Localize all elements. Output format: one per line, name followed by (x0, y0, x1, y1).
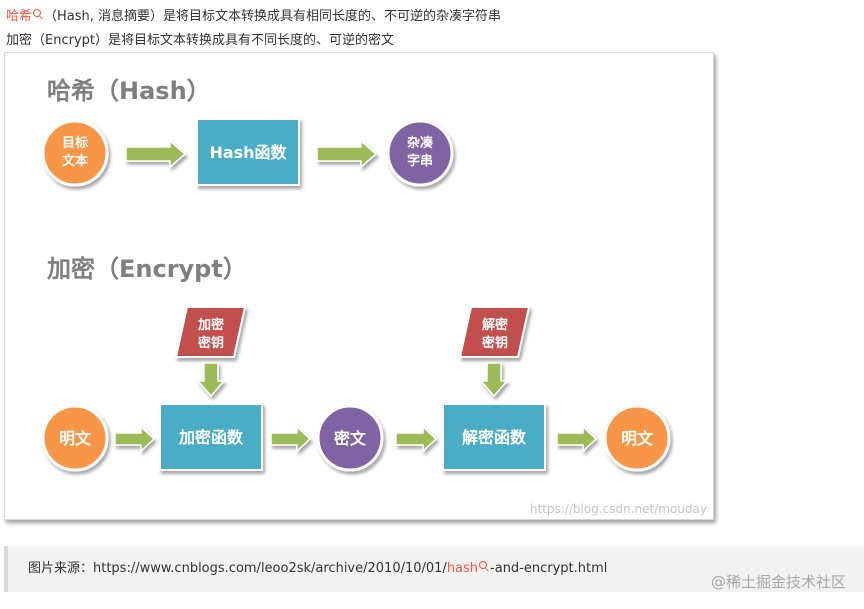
hash-definition-line: 哈希 （Hash, 消息摘要）是将目标文本转换成具有相同长度的、不可逆的杂凑字符串 (6, 8, 501, 26)
arrow-right-icon (125, 139, 187, 169)
encrypt-function-label: 加密函数 (178, 428, 244, 447)
arrow-down-icon (196, 362, 226, 398)
hash-output-circle: 杂凑 字串 (386, 119, 454, 187)
plaintext-input-circle: 明文 (41, 404, 109, 472)
arrow-down-icon (479, 362, 509, 398)
decrypt-function-box: 解密函数 (442, 403, 546, 471)
decrypt-function-label: 解密函数 (462, 428, 527, 447)
hash-encrypt-diagram: 哈希（Hash） 目标 文本 Hash函数 杂凑 字串 加密（Encrypt） … (4, 52, 714, 520)
hash-output-label-1: 杂凑 (407, 135, 434, 151)
ciphertext-circle: 密文 (316, 404, 384, 472)
site-watermark: @稀土掘金技术社区 (710, 573, 846, 591)
hash-link[interactable]: 哈希 (6, 9, 33, 24)
arrow-right-icon (395, 425, 438, 453)
arrow-right-icon (556, 425, 598, 453)
plaintext-output-label: 明文 (621, 429, 654, 448)
hash-function-box: Hash函数 (196, 118, 300, 186)
decrypt-key-parallelogram: 解密 密钥 (458, 306, 531, 358)
arrow-right-icon (114, 425, 156, 453)
target-text-label-2: 文本 (62, 153, 88, 169)
hash-section-title: 哈希（Hash） (47, 77, 211, 105)
encrypt-function-box: 加密函数 (159, 403, 263, 471)
decrypt-key-label-2: 密钥 (481, 335, 508, 351)
encrypt-section-title: 加密（Encrypt） (47, 255, 247, 283)
arrow-right-icon (270, 425, 312, 453)
search-icon[interactable] (479, 561, 488, 570)
decrypt-key-label-1: 解密 (481, 317, 508, 333)
encrypt-key-label-2: 密钥 (197, 335, 224, 351)
arrow-right-icon (316, 139, 378, 169)
hash-definition-text: （Hash, 消息摘要）是将目标文本转换成具有相同长度的、不可逆的杂凑字符串 (44, 9, 502, 24)
source-hash-link[interactable]: hash (446, 561, 479, 576)
encrypt-definition-line: 加密（Encrypt）是将目标文本转换成具有不同长度的、可逆的密文 (6, 33, 394, 48)
ciphertext-label: 密文 (333, 429, 367, 448)
encrypt-key-parallelogram: 加密 密钥 (174, 306, 247, 358)
target-text-circle: 目标 文本 (41, 119, 109, 187)
image-source-text: 图片来源：https://www.cnblogs.com/leoo2sk/arc… (28, 560, 607, 578)
source-prefix: 图片来源：https://www.cnblogs.com/leoo2sk/arc… (28, 561, 447, 576)
source-suffix: -and-encrypt.html (490, 561, 608, 576)
hash-output-label-2: 字串 (407, 153, 433, 169)
encrypt-key-label-1: 加密 (197, 317, 224, 333)
diagram-canvas: 哈希（Hash） 目标 文本 Hash函数 杂凑 字串 加密（Encrypt） … (41, 77, 707, 516)
target-text-label-1: 目标 (62, 135, 88, 151)
image-source-quote: 图片来源：https://www.cnblogs.com/leoo2sk/arc… (4, 546, 864, 592)
plaintext-input-label: 明文 (59, 429, 92, 448)
plaintext-output-circle: 明文 (603, 404, 671, 472)
search-icon[interactable] (33, 9, 42, 18)
hash-function-label: Hash函数 (209, 143, 287, 162)
image-watermark: https://blog.csdn.net/mouday (530, 502, 707, 516)
